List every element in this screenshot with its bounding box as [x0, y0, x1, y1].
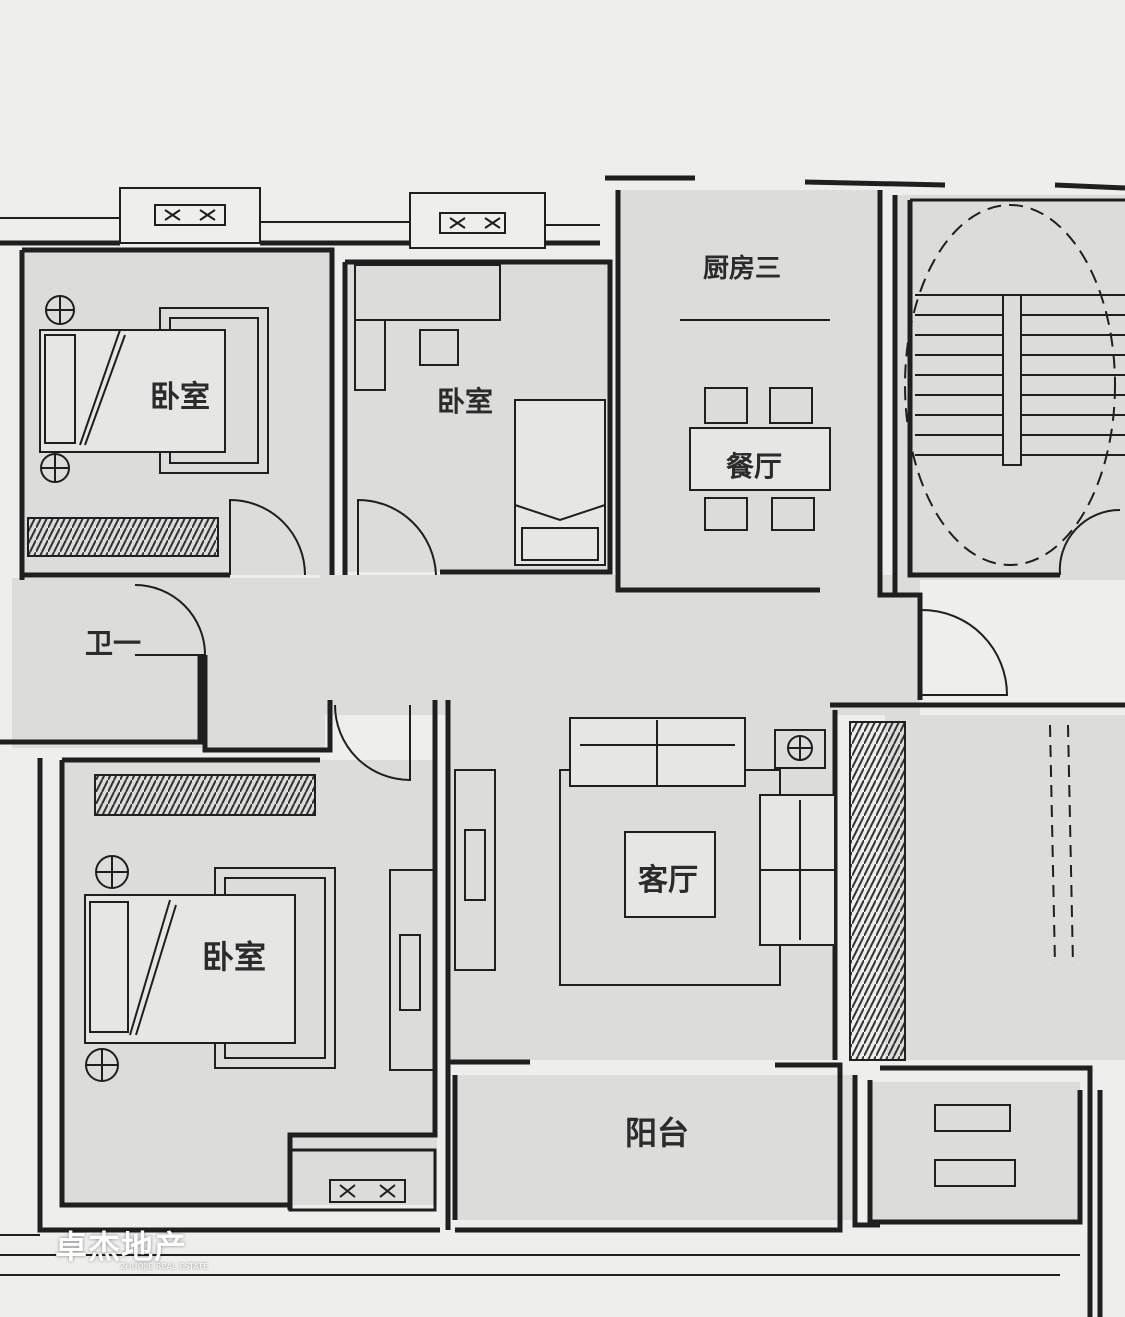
label-bedroom-top-middle: 卧室 — [437, 385, 494, 418]
walls — [0, 175, 1125, 1317]
sofa-set — [559, 717, 836, 986]
wardrobe-bottom-left — [94, 774, 316, 816]
label-living: 客厅 — [638, 863, 698, 898]
bed-bottom-left — [84, 855, 336, 1082]
bed-top-middle — [354, 264, 606, 566]
tv-units — [389, 769, 496, 1071]
label-bedroom-top-left: 卧室 — [150, 380, 210, 415]
dining-table — [689, 387, 831, 531]
watermark-brand: 卓杰地产 — [55, 1228, 188, 1266]
label-kitchen: 厨房三 — [703, 254, 782, 284]
window-bottom — [288, 1148, 437, 1212]
door-swings — [134, 498, 1121, 782]
wardrobe-right — [849, 721, 906, 1061]
label-bedroom-bottom-left: 卧室 — [202, 938, 267, 976]
ac-unit-icons — [154, 204, 506, 1203]
wardrobe-top-left — [27, 517, 219, 557]
right-dashed-line — [1049, 724, 1074, 966]
label-bathroom: 卫一 — [85, 627, 142, 660]
label-dining: 餐厅 — [726, 450, 783, 483]
window-right-upper — [934, 1104, 1011, 1132]
room-fills — [12, 190, 1125, 1222]
staircase — [904, 204, 1125, 566]
label-balcony: 阳台 — [625, 1114, 690, 1152]
bed-top-left — [39, 295, 269, 483]
window-right-lower — [934, 1159, 1016, 1187]
watermark-sub: ZHUOJIE REAL ESTATE — [120, 1262, 209, 1271]
